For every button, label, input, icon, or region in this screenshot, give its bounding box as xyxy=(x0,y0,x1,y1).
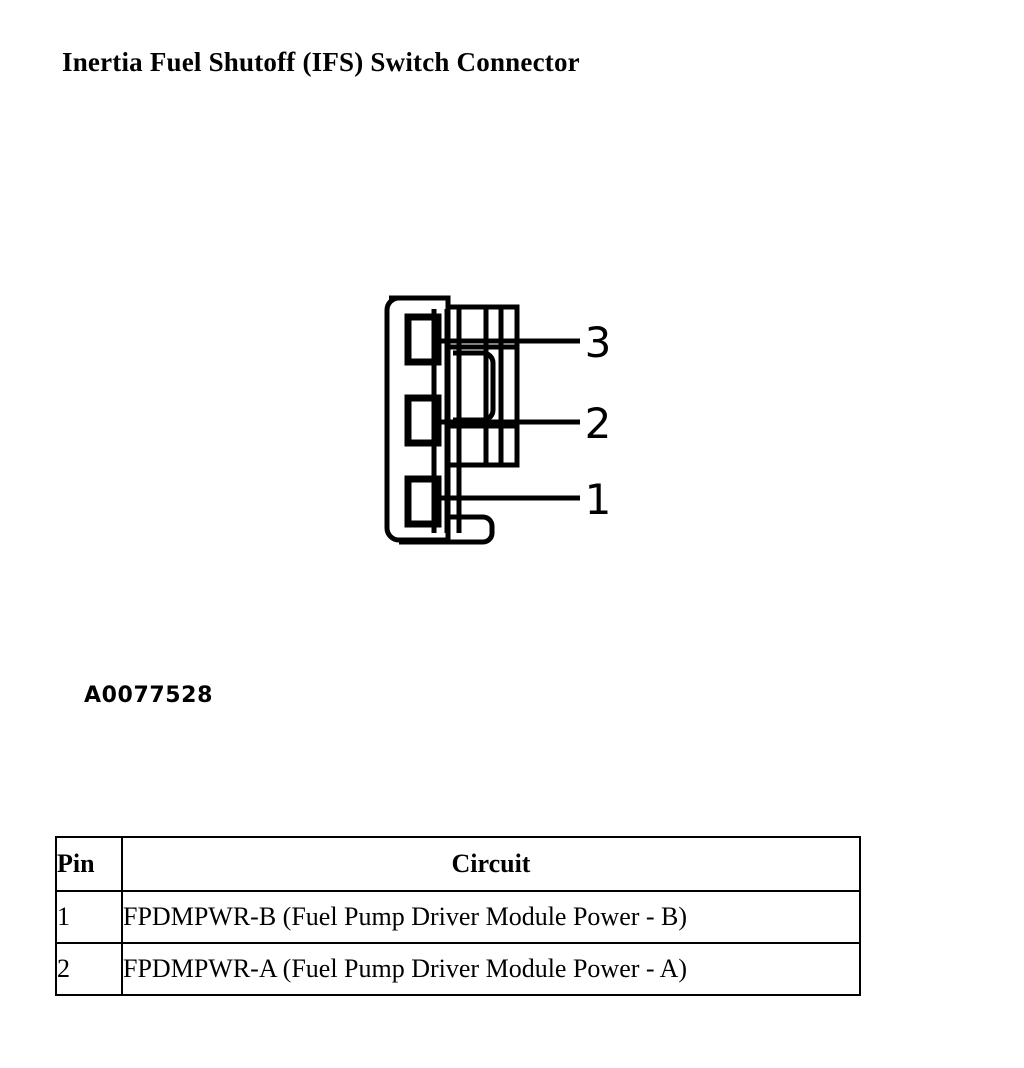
pin-table-header-circuit: Circuit xyxy=(121,836,861,892)
pin-table-header-row: Pin Circuit xyxy=(55,836,861,892)
table-row: 1 FPDMPWR-B (Fuel Pump Driver Module Pow… xyxy=(55,890,861,944)
connector-latch-foot xyxy=(399,514,495,545)
figure-id-label: A0077528 xyxy=(84,683,213,708)
pin-table-cell-circuit: FPDMPWR-B (Fuel Pump Driver Module Power… xyxy=(121,890,861,944)
pin-callout-3: 3 xyxy=(585,318,612,367)
pin-table-cell-pin: 1 xyxy=(55,890,123,944)
connector-shell-outline xyxy=(384,295,451,543)
pin-table-header-pin: Pin xyxy=(55,836,123,892)
leader-line-group xyxy=(438,338,580,501)
page-title: Inertia Fuel Shutoff (IFS) Switch Connec… xyxy=(62,47,580,77)
terminal-guide-box xyxy=(448,304,520,468)
guide-box-separator-group xyxy=(448,344,517,429)
connector-diagram-svg: 3 2 1 xyxy=(384,295,612,545)
pin-table-cell-circuit: FPDMPWR-A (Fuel Pump Driver Module Power… xyxy=(121,942,861,996)
terminal-cavity-1 xyxy=(404,475,442,528)
pin-table-container: Pin Circuit 1 FPDMPWR-B (Fuel Pump Drive… xyxy=(55,836,861,996)
pin-table-body: 1 FPDMPWR-B (Fuel Pump Driver Module Pow… xyxy=(55,890,861,996)
pin-table-cell-pin: 2 xyxy=(55,942,123,996)
pin-callout-2: 2 xyxy=(585,399,612,448)
table-row: 2 FPDMPWR-A (Fuel Pump Driver Module Pow… xyxy=(55,942,861,996)
connector-diagram: 3 2 1 xyxy=(355,285,655,575)
pin-callout-1: 1 xyxy=(585,475,612,524)
pin-table-head: Pin Circuit xyxy=(55,836,861,892)
pin-table: Pin Circuit 1 FPDMPWR-B (Fuel Pump Drive… xyxy=(55,836,861,996)
